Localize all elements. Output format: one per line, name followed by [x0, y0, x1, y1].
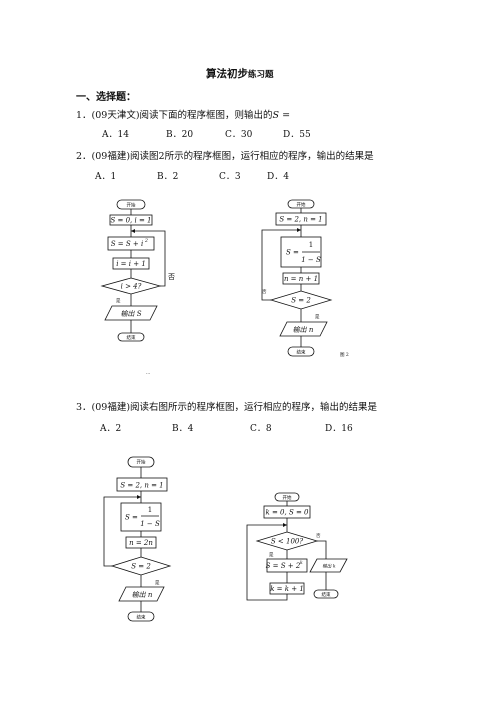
fc3-start-label: 开始 — [137, 459, 146, 466]
fc4-output-label: 输出 k — [322, 564, 335, 570]
fc2-start-label: 开始 — [297, 201, 306, 208]
fc1-end-label: 结束 — [127, 334, 136, 341]
fc4-output — [309, 558, 348, 573]
fc4-end-terminal — [313, 589, 339, 599]
fc2-incr-label: n = n + 1 — [284, 275, 318, 283]
q2-option-b: B．2 — [157, 172, 179, 182]
fc4-incr-label: k = k + 1 — [270, 585, 304, 593]
title-suffix: 练习题 — [248, 70, 274, 80]
q1-option-b: B．20 — [166, 130, 194, 140]
q3-option-d: D．16 — [325, 424, 353, 434]
q3-text: 3．(09福建)阅读右图所示的程序框图，运行相应的程序，输出的结果是 — [76, 402, 378, 413]
title-main: 算法初步 — [206, 68, 248, 80]
fc1-no-label: 否 — [168, 273, 175, 281]
q1-stem: 1．(09天津文)阅读下面的程序框图，则输出的 — [76, 110, 273, 121]
flowchart-1: 开始 S = 0, i = 1 S = S + i 2 i = i + 1 i … — [100, 199, 175, 376]
q2-option-d: D．4 — [267, 172, 289, 182]
fc2-no-label: 否 — [262, 289, 267, 295]
fc4-no-label: 否 — [316, 533, 321, 539]
fc3-init-label: S = 2, n = 1 — [120, 482, 163, 490]
flowchart-2: 开始 S = 2, n = 1 S = 1 1 − S n = n + 1 S … — [261, 199, 349, 358]
fc1-output-label: 输出 S — [120, 310, 141, 318]
q1-option-d: D．55 — [283, 130, 311, 140]
fc2-end-terminal — [287, 346, 315, 357]
q2-text: 2．(09福建)阅读图2所示的程序框图，运行相应的程序，输出的结果是 — [76, 151, 374, 162]
fc3-output — [118, 586, 165, 602]
fc2-fraction-num: 1 — [309, 241, 313, 249]
page-title: 算法初步练习题 — [206, 68, 274, 81]
fc2-yes-label: 是 — [315, 314, 320, 320]
fc1-incr-label: i = i + 1 — [116, 260, 146, 268]
fc4-update-label: S = S + 2 — [266, 562, 301, 570]
fc4-cond-label: S < 100? — [271, 538, 303, 546]
fc1-start-label: 开始 — [127, 202, 136, 209]
q2-option-a: A．1 — [95, 172, 117, 182]
fc3-init-box — [116, 477, 168, 492]
q3-option-c: C．8 — [250, 424, 272, 434]
fc1-caption: ... — [146, 371, 151, 376]
q1-option-a: A．14 — [102, 130, 129, 140]
fc4-update-exp: k — [300, 560, 303, 566]
fc4-end-label: 结束 — [322, 591, 331, 598]
q1-var: S = — [272, 110, 291, 121]
fc3-fraction-den: 1 − S — [140, 520, 160, 528]
fc3-cond-label: S = 2 — [131, 563, 151, 571]
fc3-fraction-num: 1 — [148, 506, 152, 514]
fc3-yes-label: 是 — [155, 580, 160, 586]
fc3-update-label: n = 2n — [129, 539, 153, 547]
q3-option-a: A．2 — [100, 424, 122, 434]
fc2-caption: 图 2 — [340, 352, 349, 358]
fc2-cond-label: S = 2 — [291, 297, 311, 305]
fc4-yes-label: 是 — [269, 552, 274, 558]
fc1-init-label: S = 0, i = 1 — [110, 217, 151, 225]
fc1-cond-label: i > 4? — [121, 283, 142, 291]
fc2-output-label: 输出 n — [293, 326, 314, 334]
q2-option-c: C．3 — [219, 172, 241, 182]
fc2-assign-lhs: S = — [286, 249, 299, 257]
fc4-start-label: 开始 — [283, 494, 292, 501]
section-heading: 一、选择题： — [76, 92, 136, 103]
fc1-output — [104, 305, 158, 321]
fc3-output-label: 输出 n — [132, 591, 153, 599]
q3-option-b: B．4 — [172, 424, 194, 434]
q1-option-c: C．30 — [225, 130, 253, 140]
fc1-update-exp: 2 — [144, 238, 148, 244]
q1-text: 1．(09天津文)阅读下面的程序框图，则输出的S = — [76, 110, 290, 122]
fc1-end-terminal — [117, 332, 145, 342]
fc1-update-label: S = S + i — [111, 240, 143, 248]
flowchart-3: 开始 S = 2, n = 1 S = 1 1 − S n = 2n S = 2… — [103, 456, 172, 622]
fc3-end-terminal — [127, 611, 155, 622]
fc3-assign-box — [120, 502, 162, 532]
fc3-assign-lhs: S = — [125, 514, 138, 522]
fc2-output — [279, 321, 328, 337]
fc3-end-label: 结束 — [137, 614, 146, 621]
flowchart-4: 开始 k = 0, S = 0 S < 100? 是 S = S + 2 k k… — [246, 492, 348, 601]
fc2-end-label: 结束 — [297, 349, 306, 356]
fc4-init-label: k = 0, S = 0 — [265, 509, 309, 517]
fc2-init-label: S = 2, n = 1 — [279, 216, 322, 224]
fc2-fraction-den: 1 − S — [301, 256, 321, 264]
fc1-yes-label: 是 — [116, 298, 121, 304]
